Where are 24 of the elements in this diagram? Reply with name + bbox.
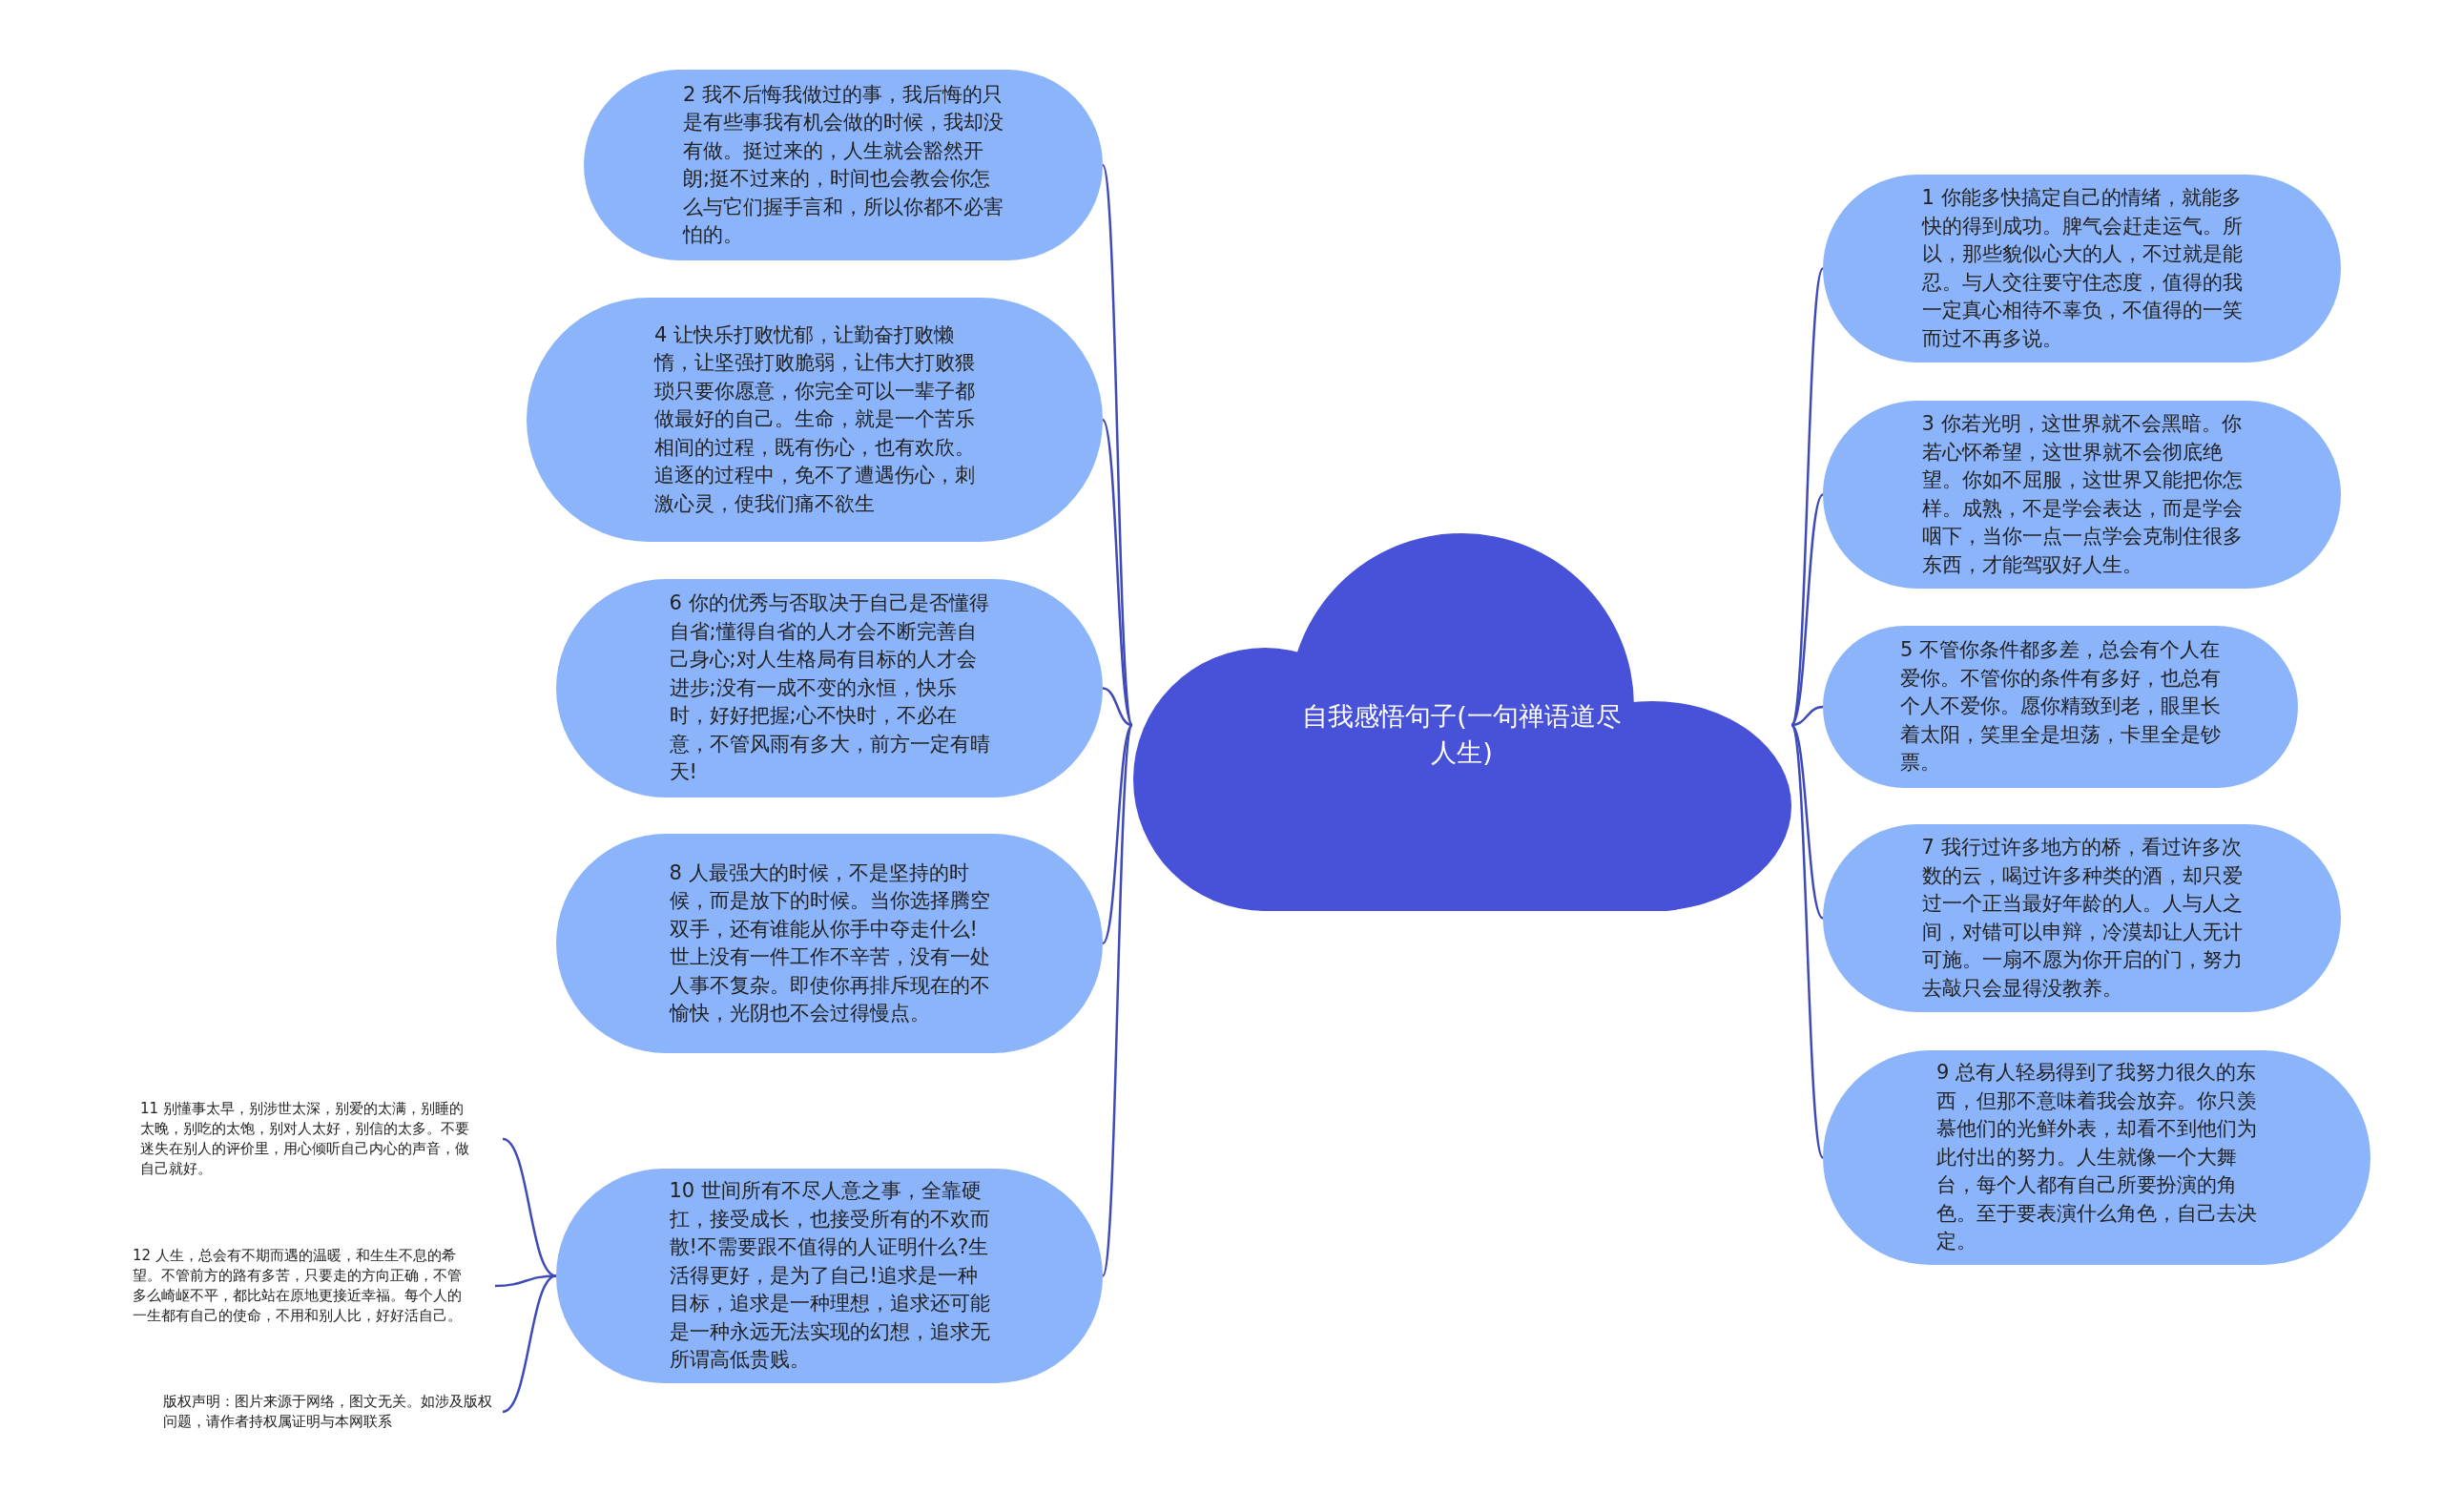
connector-line	[1790, 705, 1824, 727]
node-text: 10 世间所有不尽人意之事，全靠硬扛，接受成长，也接受所有的不欢而散!不需要跟不值得的人证明什么?生活得更好，是为了自己!追求是一种目标，追求是一种理想，追求还可能是一种永远无法实现的幻想，追求无所谓高低贵贱。	[669, 1178, 990, 1374]
connector-line	[1790, 493, 1824, 726]
node-text: 5 不管你条件都多差，总会有个人在爱你。不管你的条件有多好，也总有个人不爱你。愿你精致到老，眼里长着太阳，笑里全是坦荡，卡里全是钞票。	[1900, 637, 2221, 777]
connector-line	[1101, 724, 1134, 1276]
node-text: 7 我行过许多地方的桥，看过许多次数的云，喝过许多种类的酒，却只爱过一个正当最好年龄的人。人与人之间，对错可以申辩，冷漠却让人无计可施。一扇不愿为你开启的门，努力去敲只会显得没教养。	[1921, 835, 2243, 1002]
note-text: 12 人生，总会有不期而遇的温暖，和生生不息的希望。不管前方的路有多苦，只要走的方向正确，不管多么崎岖不平，都比站在原地更接近幸福。每个人的一生都有自己的使命，不用和别人比，好好活自己。	[133, 1246, 463, 1326]
node-text: 9 总有人轻易得到了我努力很久的东西，但那不意味着我会放弃。你只羡慕他们的光鲜外表，却看不到他们为此付出的努力。人生就像一个大舞台，每个人都有自己所要扮演的角色。至于要表演什么角色，自己去决定。	[1936, 1060, 2257, 1255]
node-text: 2 我不后悔我做过的事，我后悔的只是有些事我有机会做的时候，我却没有做。挺过来的，人生就会豁然开朗;挺不过来的，时间也会教会你怎么与它们握手言和，所以你都不必害怕的。	[683, 81, 1004, 248]
node-text: 自我感悟句子(一句禅语道尽人生)	[1301, 700, 1623, 769]
node-text: 4 让快乐打败忧郁，让勤奋打败懒惰，让坚强打败脆弱，让伟大打败猥琐只要你愿意，你完全可以一辈子都做最好的自己。生命，就是一个苦乐相间的过程，既有伤心，也有欢欣。追逐的过程中，免不了遭遇伤心，刺激心灵，使我们痛不欲生	[654, 321, 975, 517]
node-text: 1 你能多快搞定自己的情绪，就能多快的得到成功。脾气会赶走运气。所以，那些貌似心大的人，不过就是能忍。与人交往要守住态度，值得的我一定真心相待不辜负，不值得的一笑而过不再多说。	[1921, 185, 2243, 352]
node-text: 3 你若光明，这世界就不会黑暗。你若心怀希望，这世界就不会彻底绝望。你如不屈服，这世界又能把你怎样。成熟，不是学会表达，而是学会咽下，当你一点一点学会克制住很多东西，才能驾驭好人生。	[1921, 411, 2243, 578]
node-text: 6 你的优秀与否取决于自己是否懂得自省;懂得自省的人才会不断完善自己身心;对人生格局有目标的人才会进步;没有一成不变的永恒，快乐时，好好把握;心不快时，不必在意，不管风雨有多大，前方一定有晴天!	[669, 590, 990, 786]
node-text: 8 人最强大的时候，不是坚持的时候，而是放下的时候。当你选择腾空双手，还有谁能从你手中夺走什么!世上没有一件工作不辛苦，没有一处人事不复杂。即使你再排斥现在的不愉快，光阴也不会过得慢点。	[669, 860, 990, 1026]
connector-line	[1102, 687, 1133, 727]
connector-line	[1790, 724, 1824, 920]
connector-line	[1102, 724, 1133, 944]
note-text: 11 别懂事太早，别涉世太深，别爱的太满，别睡的太晚，别吃的太饱，别对人太好，别信的太多。不要迷失在别人的评价里，用心倾听自己内心的声音，做自己就好。	[140, 1099, 470, 1179]
connector-line	[1790, 724, 1825, 1158]
note-text: 版权声明：图片来源于网络，图文无关。如涉及版权问题，请作者持权属证明与本网联系	[163, 1392, 493, 1432]
connector-line	[1790, 268, 1825, 726]
connector-line	[502, 1274, 557, 1414]
connector-line	[1101, 419, 1134, 726]
